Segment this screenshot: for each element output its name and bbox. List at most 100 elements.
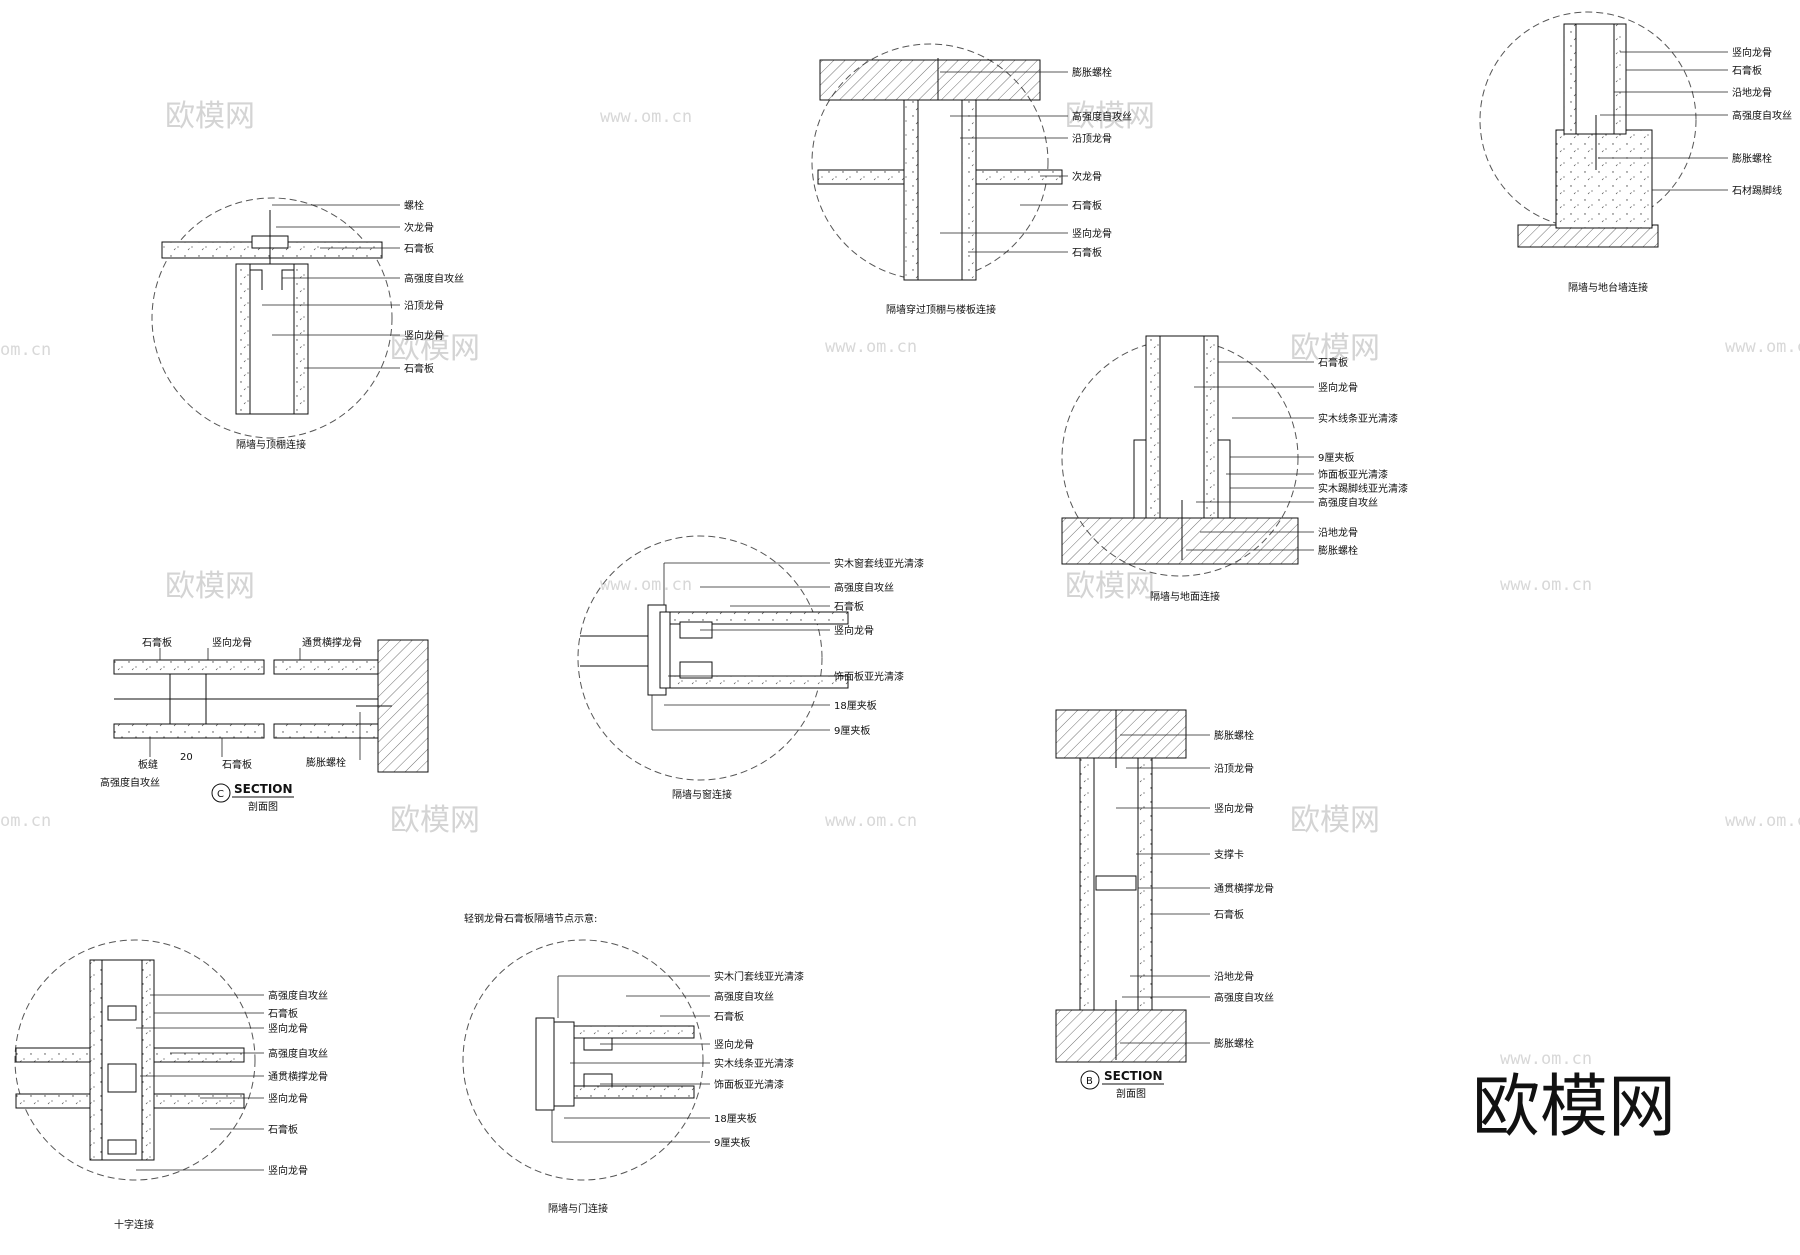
detail-window: 实木窗套线亚光清漆 高强度自攻丝 石膏板 竖向龙骨 饰面板亚光清漆 18厘夹板 …: [577, 535, 924, 801]
label: 竖向龙骨: [1214, 802, 1254, 815]
watermark-url-partial: om.cn: [0, 340, 51, 360]
label: 石膏板: [714, 1010, 744, 1023]
label: 18厘夹板: [834, 699, 877, 712]
watermark-brand: 欧模网: [165, 99, 255, 134]
label: 高强度自攻丝: [404, 272, 464, 285]
label: 石膏板: [268, 1007, 298, 1020]
label: 次龙骨: [404, 221, 434, 234]
stud-cavity: [249, 263, 295, 415]
label: 饰面板亚光清漆: [714, 1078, 784, 1091]
gypsum-board: [273, 659, 379, 675]
label: 高强度自攻丝: [834, 581, 894, 594]
label: 竖向龙骨: [834, 624, 874, 637]
label: 膨胀螺栓: [1214, 729, 1254, 742]
watermarks: 欧模网 www.om.cn 欧模网 om.cn 欧模网 www.om.cn 欧模…: [0, 99, 1800, 1147]
label: 石膏板: [1732, 64, 1762, 77]
label: 高强度自攻丝: [1318, 496, 1378, 509]
label: 沿地龙骨: [1732, 86, 1772, 99]
dimension: 20: [180, 752, 193, 763]
stud-cavity: [1575, 23, 1615, 135]
label: 石膏板: [222, 758, 252, 771]
detail-circle: [811, 43, 1049, 281]
gypsum-board-bottom: [573, 1085, 695, 1099]
label: 次龙骨: [1072, 170, 1102, 183]
section-title: SECTION: [1104, 1069, 1163, 1083]
label: 竖向龙骨: [714, 1038, 754, 1051]
label: 竖向龙骨: [268, 1092, 308, 1105]
label: 石膏板: [1072, 246, 1102, 259]
detail-floor: 石膏板 竖向龙骨 实木线条亚光清漆 9厘夹板 饰面板亚光清漆 实木踢脚线亚光清漆…: [1061, 335, 1408, 603]
floor-slab: [1055, 1009, 1187, 1063]
stud-cavity: [1159, 335, 1205, 519]
detail-slab: 膨胀螺栓 高强度自攻丝 沿顶龙骨 次龙骨 石膏板 竖向龙骨 石膏板 隔墙穿过顶棚…: [811, 43, 1132, 316]
section-c: 石膏板 竖向龙骨 通贯横撑龙骨 板缝 石膏板 膨胀螺栓 高强度自攻丝 20 C …: [100, 636, 429, 813]
label: 沿地龙骨: [1318, 526, 1358, 539]
watermark-brand: 欧模网: [1065, 99, 1155, 134]
gypsum-board-left: [15, 1093, 91, 1109]
label: 通贯横撑龙骨: [1214, 882, 1274, 895]
label: 高强度自攻丝: [1732, 109, 1792, 122]
detail-caption: 隔墙与地台墙连接: [1568, 281, 1648, 294]
detail-cross: 高强度自攻丝 石膏板 竖向龙骨 高强度自攻丝 通贯横撑龙骨 竖向龙骨 石膏板 竖…: [14, 939, 328, 1231]
label: 高强度自攻丝: [268, 989, 328, 1002]
section-title: SECTION: [234, 782, 293, 796]
detail-circle: [151, 197, 393, 439]
top-track: [281, 269, 294, 290]
label: 膨胀螺栓: [1732, 152, 1772, 165]
label: 石膏板: [1072, 199, 1102, 212]
section-subtitle: 剖面图: [248, 800, 278, 813]
label: 18厘夹板: [714, 1112, 757, 1125]
section-mark: B: [1086, 1076, 1093, 1087]
label: 石膏板: [404, 362, 434, 375]
ceiling-board-left: [817, 169, 905, 185]
watermark-url: www.om.cn: [600, 107, 692, 127]
section-b: 膨胀螺栓 沿顶龙骨 竖向龙骨 支撑卡 通贯横撑龙骨 石膏板 沿地龙骨 高强度自攻…: [1055, 709, 1274, 1100]
detail-ceiling: 螺栓 次龙骨 石膏板 高强度自攻丝 沿顶龙骨 竖向龙骨 石膏板 隔墙与顶棚连接: [151, 197, 464, 451]
section-marker: [211, 783, 231, 803]
section-mark: C: [217, 789, 224, 800]
watermark-url: www.om.cn: [825, 337, 917, 357]
label: 沿顶龙骨: [1072, 132, 1112, 145]
stud: [107, 1005, 137, 1021]
floor-slab: [1061, 517, 1299, 565]
label: 通贯横撑龙骨: [268, 1070, 328, 1083]
gypsum-board-left: [15, 1047, 91, 1063]
label: 饰面板亚光清漆: [1318, 468, 1388, 481]
watermark-brand: 欧模网: [390, 331, 480, 366]
label: 沿顶龙骨: [404, 299, 444, 312]
stud-cavity: [101, 959, 143, 1161]
ceiling-slab: [1055, 709, 1187, 759]
stud: [679, 661, 713, 679]
stud: [107, 1139, 137, 1155]
gypsum-board-top: [573, 1025, 695, 1039]
section-subtitle: 剖面图: [1116, 1087, 1146, 1100]
label: 膨胀螺栓: [1214, 1037, 1254, 1050]
label: 石膏板: [1318, 356, 1348, 369]
detail-caption: 隔墙与门连接: [548, 1202, 608, 1215]
detail-caption: 隔墙与顶棚连接: [236, 438, 306, 451]
label: 石膏板: [404, 242, 434, 255]
label: 竖向龙骨: [212, 636, 252, 649]
gypsum-board: [273, 723, 379, 739]
label: 竖向龙骨: [1072, 227, 1112, 240]
detail-door: 轻钢龙骨石膏板隔墙节点示意: 实木门套线亚光清漆 高强度自攻丝 石膏板 竖向龙骨…: [462, 912, 804, 1215]
support-clip: [1095, 875, 1137, 891]
watermark-url: www.om.cn: [1500, 575, 1592, 595]
detail-circle: [14, 939, 256, 1181]
label: 石膏板: [1214, 908, 1244, 921]
label: 竖向龙骨: [404, 329, 444, 342]
label: 9厘夹板: [834, 724, 870, 737]
label: 高强度自攻丝: [268, 1047, 328, 1060]
label: 高强度自攻丝: [714, 990, 774, 1003]
watermark-url: www.om.cn: [1725, 811, 1800, 831]
detail-caption: 隔墙穿过顶棚与楼板连接: [886, 303, 996, 316]
label: 竖向龙骨: [268, 1164, 308, 1177]
gypsum-board-right: [153, 1093, 245, 1109]
top-track: [250, 269, 263, 290]
label: 通贯横撑龙骨: [302, 636, 362, 649]
detail-circle: [462, 939, 704, 1181]
label: 9厘夹板: [1318, 451, 1354, 464]
label: 支撑卡: [1214, 848, 1244, 861]
watermark-url: www.om.cn: [825, 811, 917, 831]
label: 竖向龙骨: [1318, 381, 1358, 394]
